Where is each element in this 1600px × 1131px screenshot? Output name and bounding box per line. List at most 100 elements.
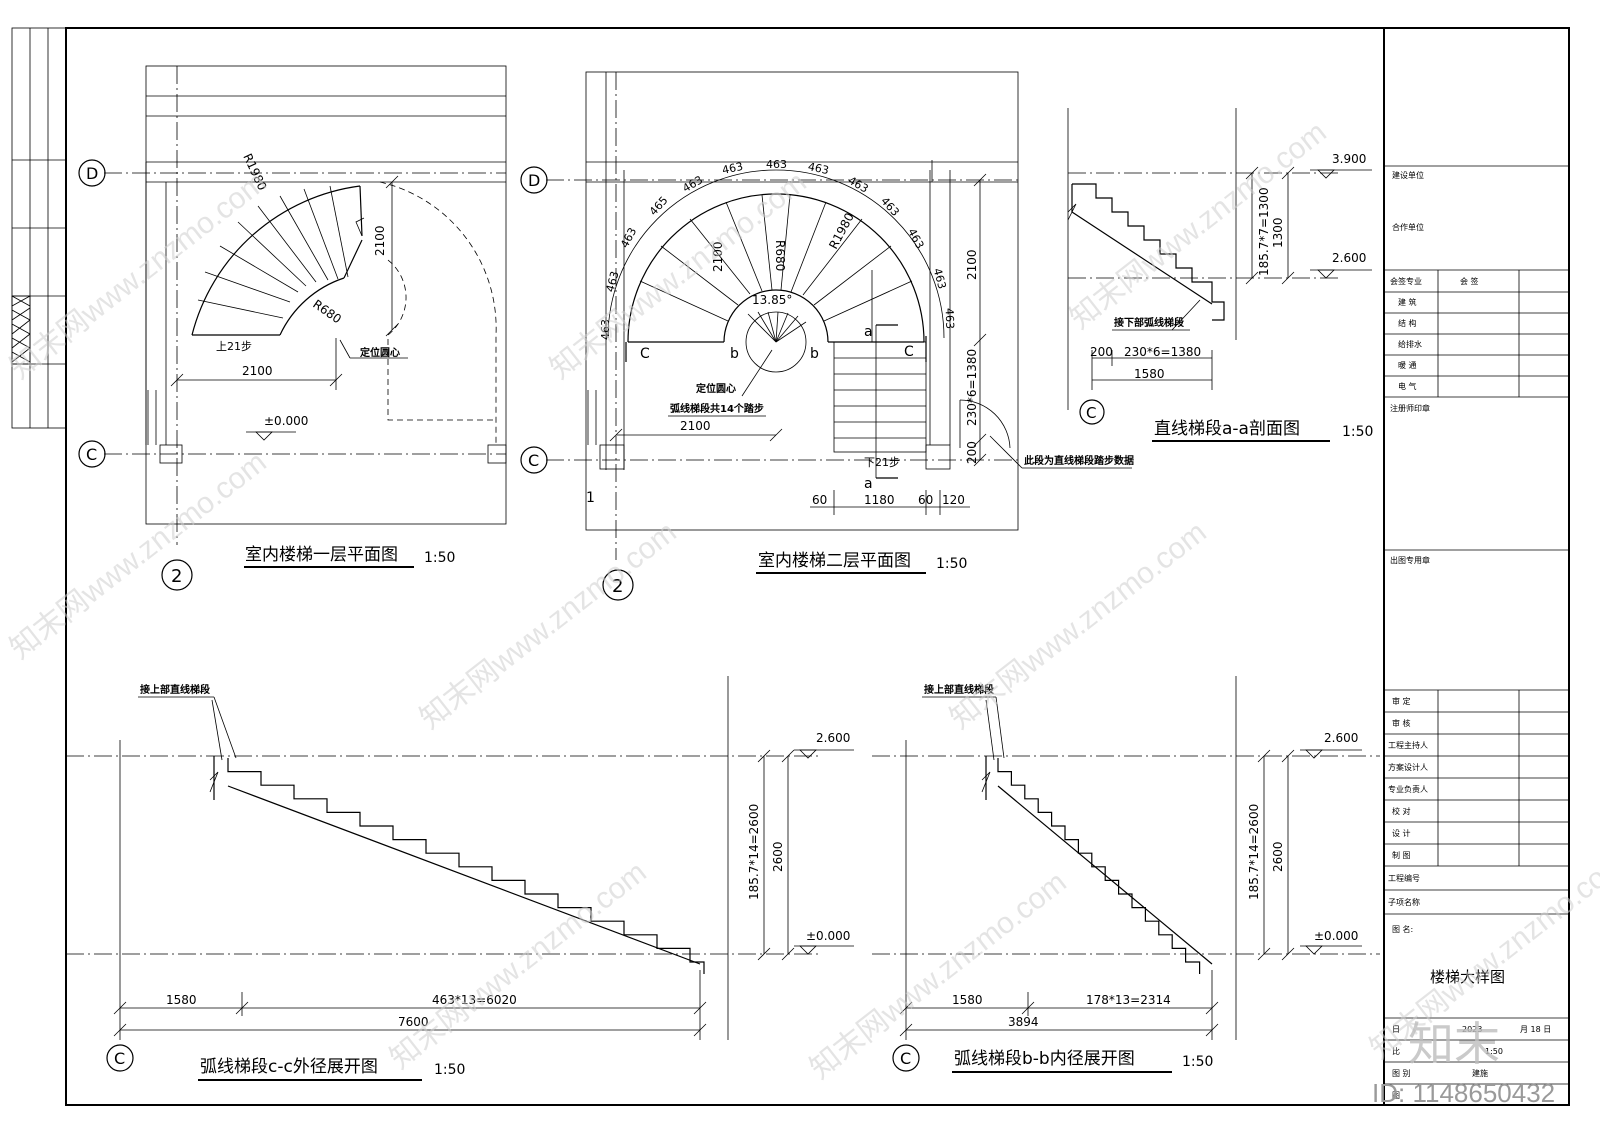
aa-dim-1580: 1580 <box>1134 367 1165 381</box>
date-year: 2023 <box>1462 1025 1482 1034</box>
discipline-structure: 结 构 <box>1398 318 1417 328</box>
f1-title: 室内楼梯一层平面图 <box>245 545 398 565</box>
section-aa: 185.7*7=1300 1300 3.900 2.600 接下部弧线梯段 20… <box>1067 108 1373 442</box>
f2-section-a-top: a <box>864 324 873 340</box>
f2-arc-dim-13: 463 <box>943 308 957 329</box>
role-design: 设 计 <box>1392 828 1411 838</box>
f2-angle: 13.85° <box>752 293 792 307</box>
bb-dim-3894: 3894 <box>1008 1015 1039 1029</box>
aa-title: 直线梯段a-a剖面图 <box>1154 419 1300 439</box>
f1-up-steps: 上21步 <box>216 340 252 353</box>
f1-level: ±0.000 <box>264 414 308 428</box>
aa-dim-tread: 230*6=1380 <box>1124 345 1201 359</box>
f1-center-label: 定位圆心 <box>360 346 400 359</box>
f2-down-steps: 下21步 <box>864 456 900 469</box>
aa-level-top: 3.900 <box>1332 152 1366 166</box>
sign-major-label: 会签专业 <box>1390 276 1422 286</box>
f2-dim-60a: 60 <box>812 493 827 507</box>
sign-label: 会 签 <box>1460 276 1479 286</box>
date-label: 日 <box>1392 1025 1400 1034</box>
f2-arc-dim-8: 463 <box>807 160 830 177</box>
f2-dim-1180: 1180 <box>864 493 895 507</box>
role-project-lead: 工程主持人 <box>1388 740 1428 750</box>
watermark-text: 知末网www.znzmo.com <box>544 166 813 386</box>
cc-dim-7600: 7600 <box>398 1015 429 1029</box>
f2-arc-dim-9: 463 <box>846 174 871 196</box>
watermark-text: 知末网www.znzmo.com <box>944 516 1213 736</box>
cc-scale: 1:50 <box>434 1062 465 1078</box>
f2-arc-dim-11: 463 <box>905 226 926 251</box>
aa-dim-total: 1300 <box>1271 217 1285 248</box>
category-value: 建施 <box>1472 1068 1488 1078</box>
build-unit-label: 建设单位 <box>1392 170 1424 180</box>
bb-dim-1580: 1580 <box>952 993 983 1007</box>
bb-dim-riser: 185.7*14=2600 <box>1247 804 1261 900</box>
drawing-name-label: 图 名: <box>1392 924 1413 934</box>
floor1-plan: D C 2 2100 2100 R19 <box>78 65 507 591</box>
title-block: 建设单位 合作单位 会签专业 会 签 建 筑 结 构 给排水 暖 通 电 气 注… <box>1383 28 1569 1105</box>
f1-dim-2100-v: 2100 <box>373 225 387 256</box>
bb-level-top: 2.600 <box>1324 731 1358 745</box>
f2-dim-stairs: 230*6=1380 <box>965 349 979 426</box>
f2-dim-200: 200 <box>965 441 979 464</box>
aa-dim-riser: 185.7*7=1300 <box>1257 187 1271 276</box>
cc-title: 弧线梯段c-c外径展开图 <box>200 1057 378 1077</box>
f2-arc-dim-2: 463 <box>604 270 622 294</box>
f2-dim-60b: 60 <box>918 493 933 507</box>
role-check: 校 对 <box>1392 806 1411 816</box>
date-month-day: 月 18 日 <box>1520 1025 1551 1034</box>
watermark-id: ID: 1148650432 <box>1372 1078 1555 1108</box>
f1-radius-inner: R680 <box>310 297 344 326</box>
bb-level-bottom: ±0.000 <box>1314 929 1358 943</box>
f2-section-b-left: b <box>730 346 739 362</box>
aa-note: 接下部弧线梯段 <box>1114 316 1184 329</box>
engineer-seal-label: 注册师印章 <box>1390 403 1430 413</box>
cc-note: 接上部直线梯段 <box>140 683 210 696</box>
f2-arc-steps: 弧线梯段共14个踏步 <box>670 402 764 415</box>
f2-arc-dim-7: 463 <box>766 158 787 171</box>
f2-section-b-right: b <box>810 346 819 362</box>
aa-scale: 1:50 <box>1342 424 1373 440</box>
section-cc: 接上部直线梯段 185.7*14=2600 2600 2.600 ±0.000 … <box>66 676 854 1081</box>
scale-label: 比 <box>1392 1046 1400 1056</box>
f2-arc-dim-6: 463 <box>721 160 744 177</box>
f2-section-c-left: C <box>640 346 650 362</box>
f2-center-label: 定位圆心 <box>696 382 736 395</box>
f1-dim-2100-h: 2100 <box>242 364 273 378</box>
watermark-text: 知末网www.znzmo.com <box>4 446 273 666</box>
bb-title: 弧线梯段b-b内径展开图 <box>954 1049 1135 1069</box>
discipline-architecture: 建 筑 <box>1398 297 1417 307</box>
cc-level-bottom: ±0.000 <box>806 929 850 943</box>
cc-axis-c: C <box>114 1049 125 1068</box>
role-review: 审 核 <box>1392 718 1411 728</box>
f1-axis-c: C <box>86 445 97 464</box>
f2-axis-2: 2 <box>612 576 623 597</box>
role-draft: 制 图 <box>1392 850 1411 860</box>
sheet-frame <box>11 27 1570 1106</box>
f2-arc-dim-3: 463 <box>618 225 639 250</box>
discipline-hvac: 暖 通 <box>1398 360 1417 370</box>
f2-section-a-bottom: a <box>864 476 873 492</box>
discipline-electrical: 电 气 <box>1398 381 1417 391</box>
bb-axis-c: C <box>900 1049 911 1068</box>
plot-seal-label: 出图专用章 <box>1390 555 1430 565</box>
scale-value: 1:50 <box>1485 1047 1503 1056</box>
f2-dim-2100-v: 2100 <box>965 249 979 280</box>
bb-dim-total: 2600 <box>1271 841 1285 872</box>
f2-mark-1: 1 <box>586 490 595 506</box>
aa-dim-200: 200 <box>1090 345 1113 359</box>
discipline-plumbing: 给排水 <box>1398 339 1422 349</box>
f2-dim-120: 120 <box>942 493 965 507</box>
sub-item-name-label: 子项名称 <box>1388 897 1420 907</box>
section-bb: 接上部直线梯段 185.7*14=2600 2600 2.600 ±0.000 … <box>872 676 1380 1073</box>
f2-arc-dim-12: 463 <box>931 267 949 291</box>
f2-scale: 1:50 <box>936 556 967 572</box>
f2-title: 室内楼梯二层平面图 <box>758 551 911 571</box>
aa-level-bottom: 2.600 <box>1332 251 1366 265</box>
coop-unit-label: 合作单位 <box>1392 222 1424 232</box>
bb-scale: 1:50 <box>1182 1054 1213 1070</box>
f2-axis-c: C <box>528 451 539 470</box>
f1-axis-2: 2 <box>171 566 182 587</box>
watermark-text: 知末网www.znzmo.com <box>1064 116 1333 336</box>
